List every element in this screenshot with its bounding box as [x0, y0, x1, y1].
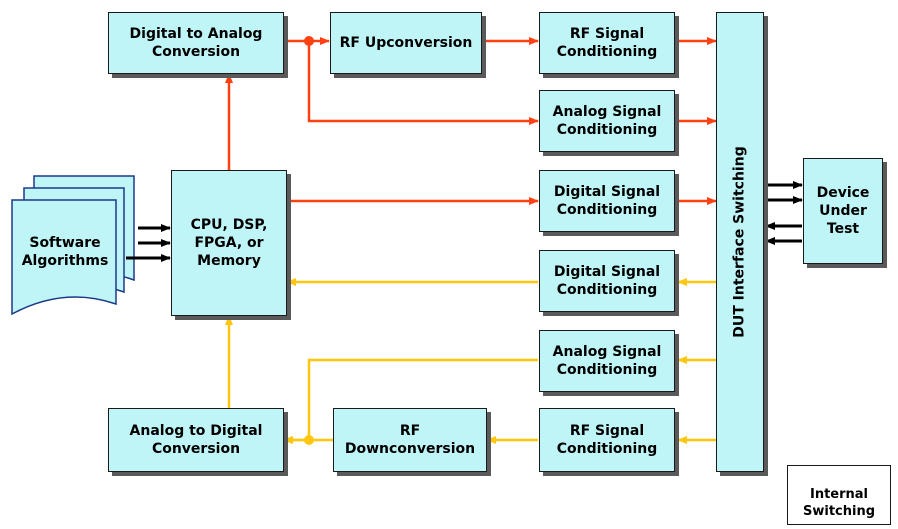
red-junction-dot: [304, 36, 314, 46]
adc-block: Analog to Digital Conversion: [108, 408, 284, 472]
rf-signal-conditioning-bottom-block: RF Signal Conditioning: [539, 408, 675, 472]
rf-downconversion-block: RF Downconversion: [333, 408, 487, 472]
rf-upconversion-block: RF Upconversion: [330, 12, 482, 74]
yellow-junction-dot: [304, 435, 314, 445]
rf-signal-conditioning-top-block: RF Signal Conditioning: [539, 12, 675, 74]
cpu-dsp-fpga-memory-block: CPU, DSP, FPGA, or Memory: [171, 170, 287, 316]
analog-signal-conditioning-top-block: Analog Signal Conditioning: [539, 90, 675, 152]
dut-interface-switching-label-wrap: DUT Interface Switching: [716, 12, 764, 472]
dac-to-analog-cond-arrow: [307, 41, 539, 125]
yellow-signal-paths: [225, 278, 716, 444]
black-arrows: [126, 181, 803, 262]
red-signal-paths: [225, 37, 717, 205]
digital-signal-conditioning-out-block: Digital Signal Conditioning: [539, 170, 675, 232]
software-document-stack: [11, 175, 135, 316]
digital-signal-conditioning-in-block: Digital Signal Conditioning: [539, 250, 675, 312]
dut-interface-switching-label: DUT Interface Switching: [732, 146, 749, 338]
dut-interface-switching-block: [716, 12, 764, 472]
legend: Internal Switching: [787, 465, 891, 525]
dac-block: Digital to Analog Conversion: [108, 12, 284, 74]
device-under-test-block: Device Under Test: [803, 158, 883, 264]
legend-label: Internal Switching: [802, 487, 876, 519]
software-algorithms-label: Software Algorithms: [21, 235, 109, 269]
analog-signal-conditioning-bottom-block: Analog Signal Conditioning: [539, 330, 675, 392]
